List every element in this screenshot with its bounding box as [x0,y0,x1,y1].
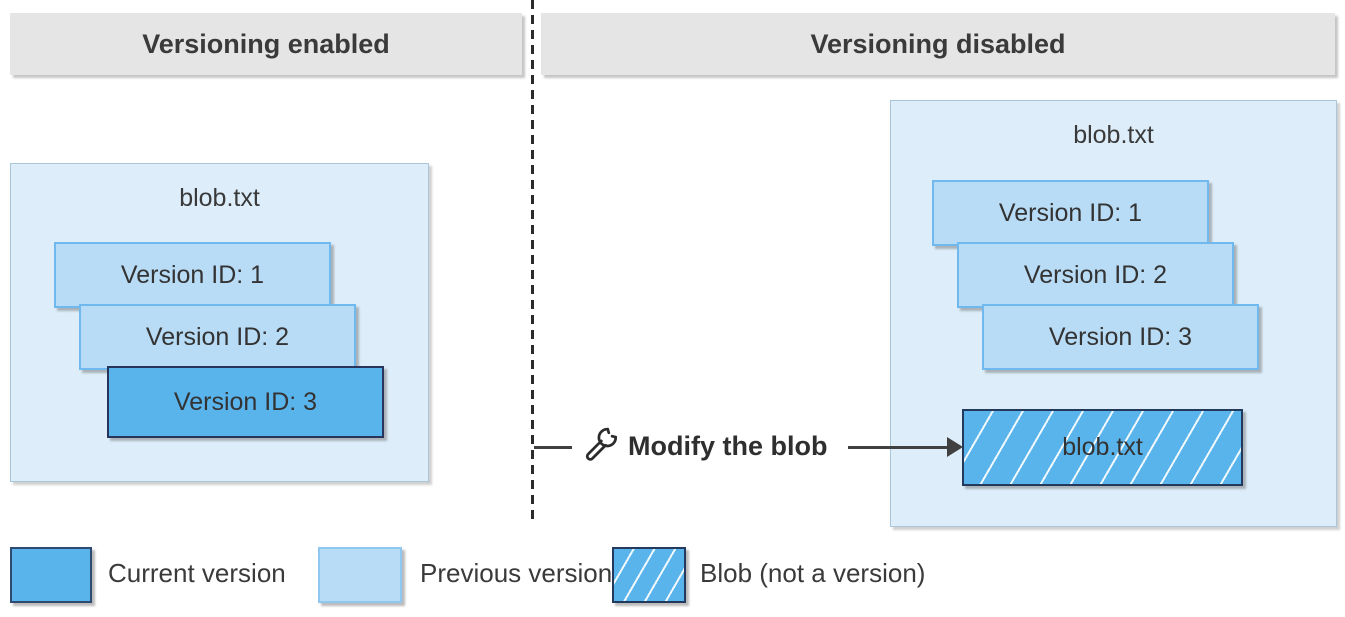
modify-the-blob-label: Modify the blob [628,431,828,461]
header-versioning-enabled-label: Versioning enabled [142,28,390,59]
header-versioning-disabled: Versioning disabled [541,13,1335,75]
enabled-container-title: blob.txt [179,184,260,212]
disabled-version-3-box: Version ID: 3 [982,304,1259,370]
disabled-blob-container: blob.txt Version ID: 1 Version ID: 2 Ver… [890,100,1337,527]
current-version-swatch [10,547,92,603]
enabled-version-3-box-current: Version ID: 3 [107,366,384,438]
enabled-version-2-label: Version ID: 2 [145,322,290,351]
blob-hatched-swatch [612,547,686,603]
divider-to-wrench-connector [534,446,572,449]
current-version-legend-label: Current version [108,558,286,588]
header-versioning-disabled-label: Versioning disabled [810,28,1066,59]
previous-version-swatch [318,547,402,603]
disabled-version-1-label: Version ID: 1 [998,198,1143,227]
enabled-blob-container: blob.txt Version ID: 1 Version ID: 2 Ver… [10,163,429,482]
disabled-version-3-label: Version ID: 3 [1048,322,1193,351]
enabled-version-3-label: Version ID: 3 [173,387,318,416]
enabled-version-1-box: Version ID: 1 [54,242,331,308]
previous-version-legend-label: Previous version [420,558,613,588]
disabled-container-title: blob.txt [1073,121,1154,149]
modify-arrow-head [947,437,963,457]
section-divider-dashed-line [531,0,534,523]
blob-not-a-version-box: blob.txt [962,409,1243,486]
disabled-version-2-box: Version ID: 2 [957,242,1234,308]
enabled-version-1-label: Version ID: 1 [120,260,265,289]
header-versioning-enabled: Versioning enabled [10,13,522,75]
disabled-version-2-label: Version ID: 2 [1023,260,1168,289]
wrench-icon [585,427,618,461]
enabled-version-2-box: Version ID: 2 [79,304,356,370]
blob-not-a-version-label: blob.txt [1062,433,1143,461]
modify-arrow-line [848,446,949,449]
blob-not-a-version-legend-label: Blob (not a version) [700,558,926,588]
disabled-version-1-box: Version ID: 1 [932,180,1209,246]
